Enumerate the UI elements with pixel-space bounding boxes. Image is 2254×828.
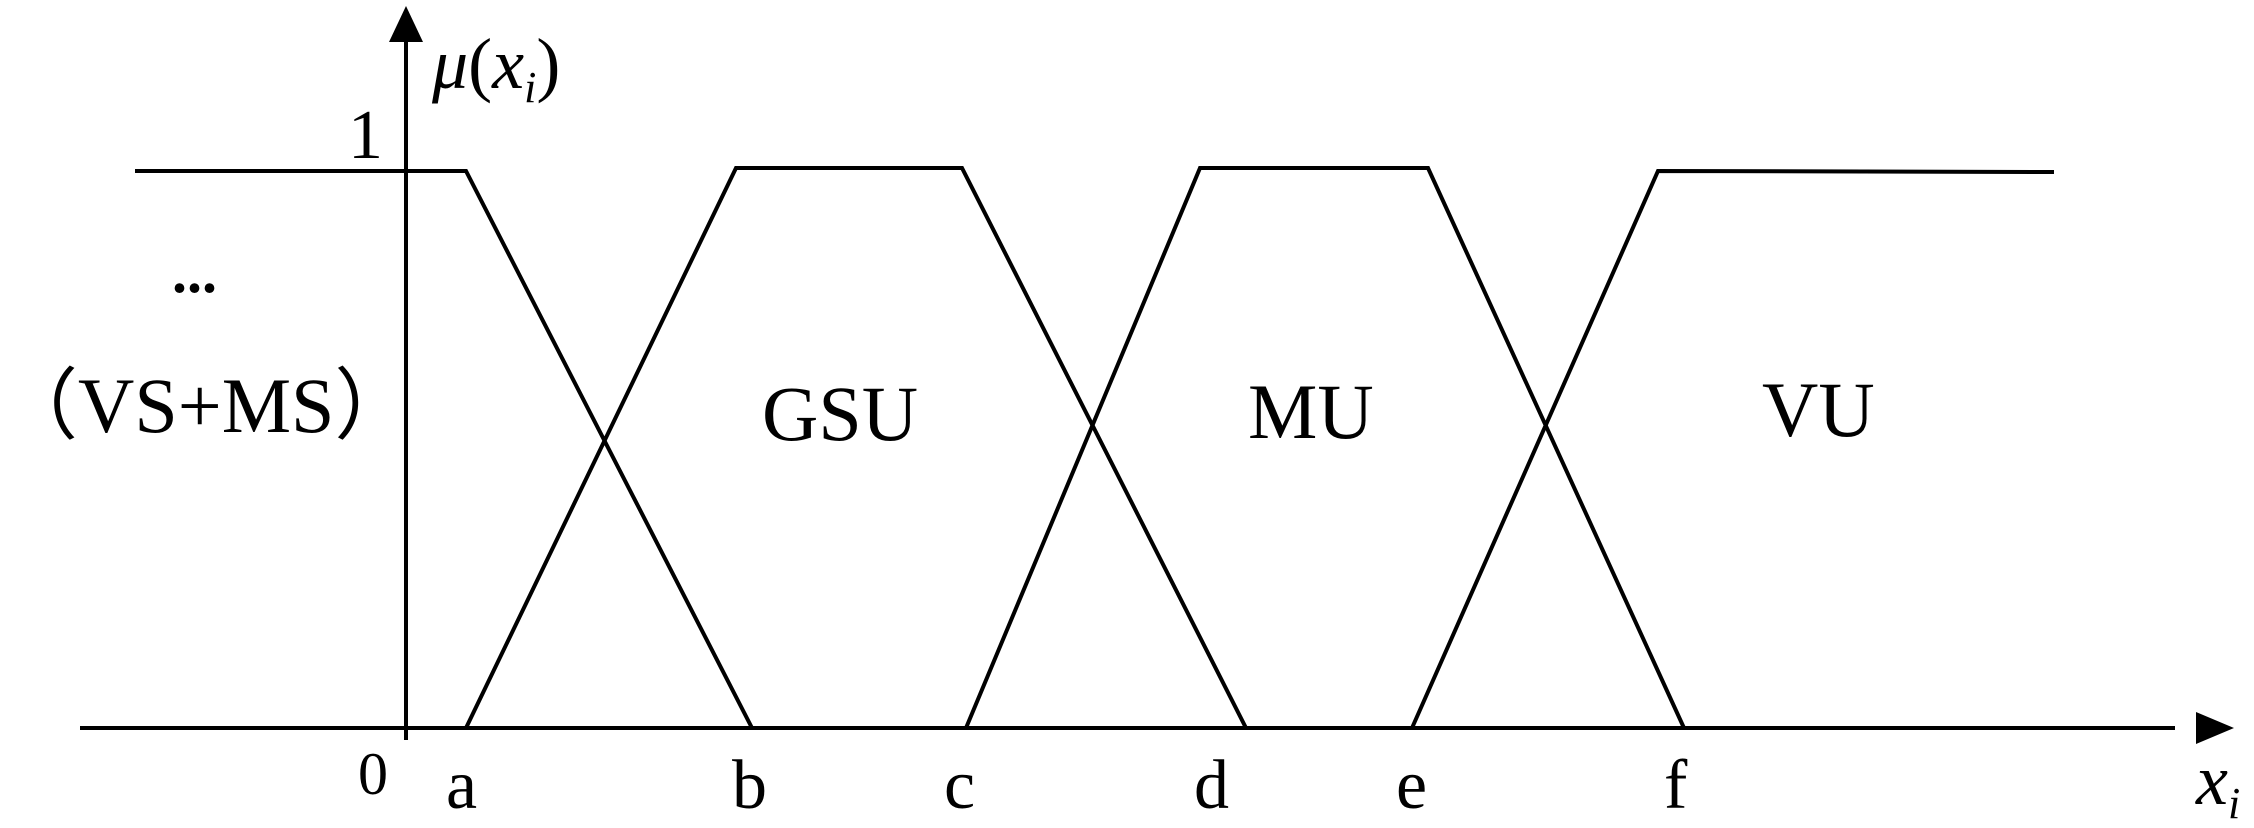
- set-label-mu: MU: [1248, 368, 1374, 455]
- x-tick-a: a: [446, 747, 477, 824]
- set-label-vu: VU: [1762, 366, 1875, 453]
- curve-vs-ms: [135, 169, 754, 729]
- curve-mu: [964, 166, 1686, 729]
- y-axis-arrow: [389, 6, 423, 42]
- set-label-vs-ms: （VS+MS）: [0, 362, 412, 449]
- x-tick-c: c: [944, 747, 975, 824]
- x-tick-f: f: [1664, 747, 1688, 824]
- curve-vu: [1410, 168, 2055, 729]
- set-label-gsu: GSU: [762, 370, 918, 457]
- x-axis-arrow: [2196, 712, 2234, 744]
- x-tick-e: e: [1396, 747, 1427, 824]
- ellipsis-mark: ...: [172, 239, 217, 305]
- origin-label: 0: [358, 741, 388, 807]
- y-tick-one: 1: [348, 97, 383, 174]
- x-tick-d: d: [1194, 747, 1229, 824]
- x-tick-b: b: [732, 747, 767, 824]
- x-axis-title: xi: [2195, 740, 2240, 828]
- curve-gsu: [464, 166, 1248, 729]
- y-axis-title: μ(xi): [431, 24, 560, 112]
